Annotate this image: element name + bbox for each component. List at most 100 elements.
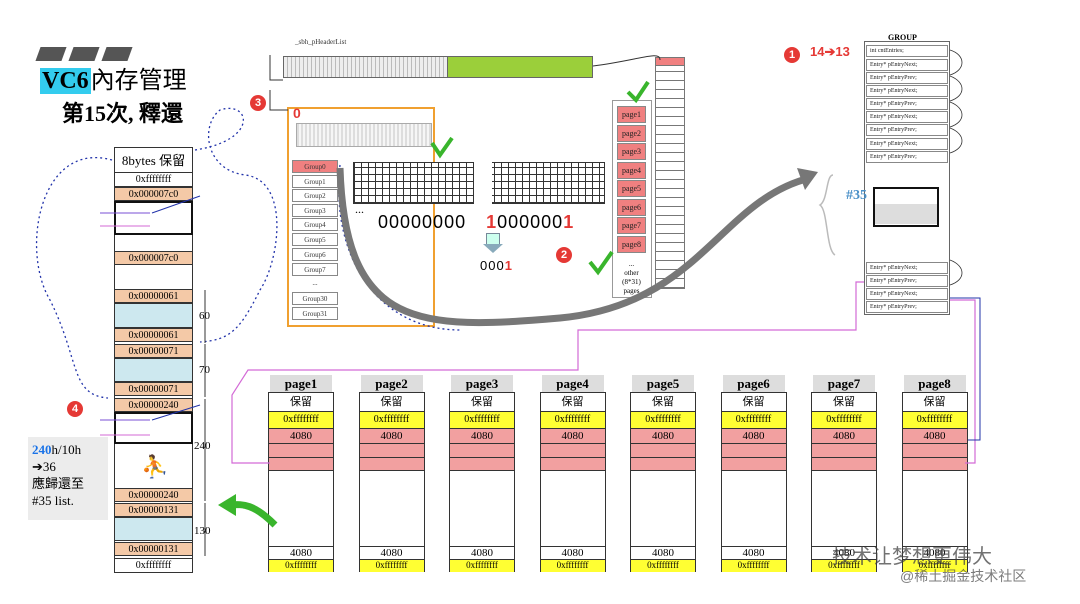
header-list-green: [447, 56, 593, 78]
block-body-61: [114, 303, 193, 328]
block-row-1: 0x000007c0: [114, 187, 193, 201]
page-row: 4080: [540, 429, 605, 444]
size-label-130: 130: [194, 525, 211, 537]
title-text: 內存管理: [90, 68, 187, 94]
tall-strip-top: [655, 57, 685, 66]
page-row: [269, 444, 333, 458]
page-row: [812, 458, 876, 471]
pagecol-other: ... other (8*31) pages: [622, 260, 641, 295]
green-arrow-1-head: [218, 494, 236, 516]
group-entry: Entry* pEntryPrev;: [866, 275, 948, 287]
page-row: [540, 444, 605, 458]
group-cnt-entries: int cntEntries;: [866, 45, 948, 57]
group-entry: Entry* pEntryPrev;: [866, 301, 948, 313]
group-entry: Entry* pEntryPrev;: [866, 151, 948, 163]
page-row: [450, 444, 514, 458]
bits-text: 00000000 10000001: [378, 212, 574, 233]
block-row-9: 0x00000131: [114, 503, 193, 517]
page-row: [631, 458, 695, 471]
pagecol-item: page3: [617, 143, 646, 160]
block-row-11: 0xffffffff: [114, 558, 193, 573]
group-entry: Entry* pEntryPrev;: [866, 72, 948, 84]
note-hl: 240: [32, 442, 52, 457]
page-row: [721, 458, 786, 471]
watermark-line2: @稀土掘金技术社区: [900, 568, 1027, 584]
page-row: 4080: [721, 429, 786, 444]
size-label-240: 240: [194, 440, 211, 452]
group-entry: Entry* pEntryNext;: [866, 111, 948, 123]
page-title-6: page6: [722, 375, 785, 392]
size-label-60: 60: [199, 310, 210, 322]
bits-mid: 000000: [497, 212, 564, 232]
bits-result-prefix: 000: [480, 258, 505, 273]
page-row-ffff-bottom: 0xffffffff: [631, 560, 695, 572]
badge-4: 4: [67, 401, 83, 417]
page-row: [450, 458, 514, 471]
group-entry-35-inner: [875, 204, 937, 224]
page-row: 保留: [721, 393, 786, 412]
pagecol-item: page7: [617, 217, 646, 234]
pagecol-item: page8: [617, 235, 646, 253]
page-title-8: page8: [903, 375, 966, 392]
decor-bars: [35, 47, 133, 61]
badge-2: 2: [556, 247, 572, 263]
dotted-curve-top: [194, 107, 278, 343]
note-box: 240h/10h ➔36 應歸還至 #35 list.: [28, 437, 108, 520]
page-row: [721, 444, 786, 458]
page-row: 0xffffffff: [269, 412, 333, 429]
block-row-5: 0x00000071: [114, 344, 193, 358]
group-item: Group4: [292, 218, 338, 231]
pagecol-item: page5: [617, 180, 646, 197]
page-row-ffff-bottom: 0xffffffff: [359, 560, 424, 572]
page-row-val-bottom: 4080: [540, 546, 605, 560]
page-row: 4080: [450, 429, 514, 444]
page-row: 0xffffffff: [631, 412, 695, 429]
group-item: Group7: [292, 263, 338, 276]
page-row: 0xffffffff: [450, 412, 514, 429]
page-title-5: page5: [632, 375, 694, 392]
mark-zero: 0: [293, 105, 301, 121]
bits-zeros: 00000000: [378, 212, 467, 232]
dotted-curve-left: [35, 157, 113, 399]
group-item: Group0: [292, 160, 338, 173]
watermark-line1: 技术让梦想更伟大: [832, 546, 992, 568]
page-row: 0xffffffff: [902, 412, 967, 429]
page-row-val-bottom: 4080: [450, 546, 514, 560]
green-arrow-3: [588, 250, 614, 276]
page-title-1: page1: [270, 375, 332, 392]
page-row-ffff-bottom: 0xffffffff: [721, 560, 786, 572]
green-arrow-2: [430, 136, 454, 159]
group-count: 14➔13: [810, 44, 850, 59]
freed-entry-box: [114, 412, 193, 444]
page-row-val-bottom: 4080: [721, 546, 786, 560]
page-title-7: page7: [813, 375, 875, 392]
size-label-70: 70: [199, 364, 210, 376]
note-l1: h/10h: [51, 442, 82, 457]
page-title: VC6內存管理: [40, 68, 187, 94]
group-item: Group30: [292, 292, 338, 305]
group-item: Group2: [292, 189, 338, 202]
block-body-131: [114, 517, 193, 541]
page-row-val-bottom: 4080: [631, 546, 695, 560]
group-entry: Entry* pEntryNext;: [866, 85, 948, 97]
pagecol-item: page4: [617, 161, 646, 179]
block-row-8: 0x00000240: [114, 488, 193, 502]
page-row: 0xffffffff: [540, 412, 605, 429]
group-entry: Entry* pEntryNext;: [866, 262, 948, 274]
group-entry: Entry* pEntryPrev;: [866, 98, 948, 110]
page-row: [812, 444, 876, 458]
group-item: Group1: [292, 175, 338, 188]
bits-ellipsis: ...: [355, 202, 364, 216]
bits-one: 1: [486, 212, 498, 232]
page-row: 保留: [540, 393, 605, 412]
block-row-3: 0x00000061: [114, 289, 193, 303]
page-row: [359, 458, 424, 471]
page-row-ffff-bottom: 0xffffffff: [812, 560, 876, 572]
bits-result-one: 1: [504, 258, 513, 273]
page-row: 4080: [631, 429, 695, 444]
big-grey-arrow-head: [797, 168, 818, 190]
bits-result: 0001: [480, 258, 513, 273]
pagecol-item: page6: [617, 198, 646, 216]
